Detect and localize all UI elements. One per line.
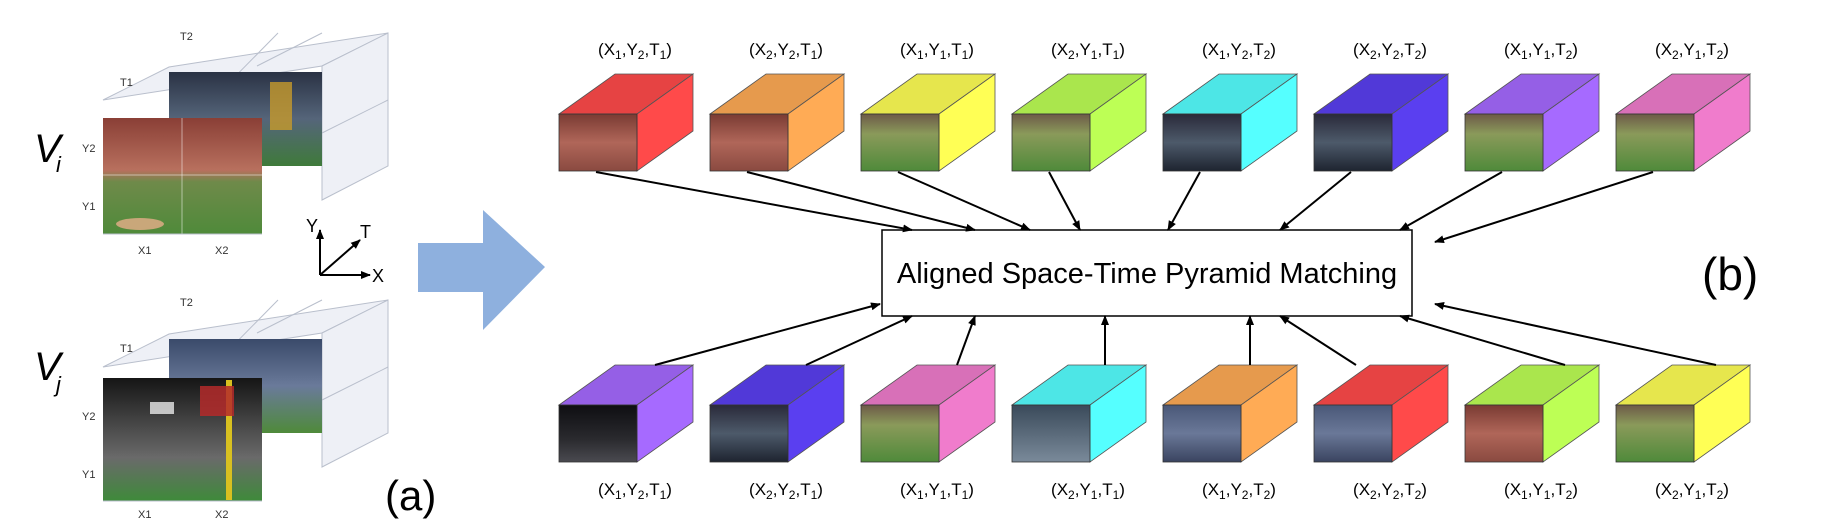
match-arrow [956, 315, 976, 366]
match-arrow [1434, 171, 1654, 244]
match-arrow [1279, 315, 1357, 366]
video-j-x2-label: X2 [215, 509, 228, 521]
matching-arrows [595, 171, 1717, 366]
video-j-y2-label: Y2 [82, 411, 95, 423]
match-arrow [595, 171, 913, 233]
match-arrow [805, 315, 913, 366]
transition-arrow [418, 210, 545, 330]
cube-label: (X1,Y1,T2) [1504, 480, 1578, 502]
match-arrow [897, 171, 1031, 231]
match-arrow [1434, 302, 1717, 366]
space-time-cube [1463, 364, 1601, 463]
space-time-cube [708, 73, 846, 172]
cube-front-thumbnail [1011, 404, 1091, 463]
space-time-cube [1614, 364, 1752, 463]
cube-front-thumbnail [558, 113, 638, 172]
video-j-x1-label: X1 [138, 509, 151, 521]
video-j-sub: j [53, 372, 62, 397]
video-i-y1-label: Y1 [82, 201, 95, 213]
match-arrow [1399, 171, 1503, 231]
cube-front-thumbnail [709, 404, 789, 463]
matching-box-label: Aligned Space-Time Pyramid Matching [897, 258, 1397, 290]
space-time-cube [1161, 73, 1299, 172]
cube-front-thumbnail [1313, 404, 1393, 463]
bottom-cube-row: (X1,Y2,T1) (X2,Y2,T1) (X1,Y1,T1) (X2,Y1,T1)… [557, 364, 1752, 502]
space-time-cube [1161, 364, 1299, 463]
cube-label: (X2,Y2,T1) [749, 480, 823, 502]
cube-label: (X2,Y1,T1) [1051, 480, 1125, 502]
cube-label: (X1,Y1,T1) [900, 480, 974, 502]
cube-front-thumbnail [1615, 113, 1695, 172]
cube-label: (X1,Y1,T1) [900, 40, 974, 62]
cube-label: (X2,Y1,T1) [1051, 40, 1125, 62]
space-time-cube [1010, 73, 1148, 172]
cube-label: (X2,Y2,T2) [1353, 480, 1427, 502]
space-time-cube [859, 364, 997, 463]
axis-x-label: X [372, 266, 384, 286]
cube-front-thumbnail [860, 113, 940, 172]
axes-glyph [316, 229, 371, 279]
cube-front-thumbnail [1464, 404, 1544, 463]
video-j-label: V [34, 345, 64, 389]
match-arrow [1279, 171, 1352, 231]
space-time-cube [708, 364, 846, 463]
space-time-cube [859, 73, 997, 172]
cube-label: (X1,Y2,T2) [1202, 40, 1276, 62]
video-j-t1-label: T1 [120, 343, 133, 355]
matching-box [881, 229, 1413, 317]
space-time-cube [557, 364, 695, 463]
top-cube-row: (X1,Y2,T1) (X2,Y2,T1) (X1,Y1,T1) (X2,Y1,T1)… [557, 40, 1752, 172]
cube-label: (X1,Y1,T2) [1504, 40, 1578, 62]
space-time-cube [1312, 364, 1450, 463]
space-time-cube [1312, 73, 1450, 172]
video-j-cube [102, 299, 389, 502]
panel-a-label: (a) [385, 472, 436, 519]
video-j-frame-t1 [103, 378, 262, 501]
cube-front-thumbnail [558, 404, 638, 463]
cube-label: (X1,Y2,T2) [1202, 480, 1276, 502]
panel-b-label: (b) [1702, 248, 1758, 300]
space-time-cube [1614, 73, 1752, 172]
cube-front-thumbnail [1464, 113, 1544, 172]
cube-front-thumbnail [1162, 113, 1242, 172]
video-i-x2-label: X2 [215, 245, 228, 257]
match-arrow [1048, 171, 1081, 231]
space-time-cube [557, 73, 695, 172]
video-i-sub: i [56, 152, 62, 177]
match-arrow [1167, 171, 1201, 231]
match-arrow [1399, 314, 1566, 366]
cube-front-thumbnail [1162, 404, 1242, 463]
panel-a: V i V j T1 T2 Y2 Y1 X1 X2 [34, 31, 436, 521]
cube-label: (X2,Y1,T2) [1655, 40, 1729, 62]
cube-front-thumbnail [1615, 404, 1695, 463]
axis-y-label: Y [306, 216, 318, 236]
video-i-x1-label: X1 [138, 245, 151, 257]
match-arrow [746, 171, 976, 232]
video-j-y1-label: Y1 [82, 469, 95, 481]
cube-front-thumbnail [709, 113, 789, 172]
cube-label: (X1,Y2,T1) [598, 480, 672, 502]
video-i-label: V [34, 127, 64, 171]
video-j-t2-label: T2 [180, 297, 193, 309]
panel-b: Aligned Space-Time Pyramid Matching (b) … [557, 40, 1758, 502]
video-i-y2-label: Y2 [82, 143, 95, 155]
cube-label: (X2,Y2,T2) [1353, 40, 1427, 62]
match-arrow [654, 302, 881, 366]
cube-label: (X2,Y1,T2) [1655, 480, 1729, 502]
axis-t-label: T [360, 222, 371, 242]
cube-label: (X2,Y2,T1) [749, 40, 823, 62]
cube-front-thumbnail [860, 404, 940, 463]
video-i-t2-label: T2 [180, 31, 193, 43]
video-i-cube [102, 32, 389, 235]
cube-front-thumbnail [1313, 113, 1393, 172]
cube-front-thumbnail [1011, 113, 1091, 172]
cube-label: (X1,Y2,T1) [598, 40, 672, 62]
space-time-cube [1463, 73, 1601, 172]
video-i-t1-label: T1 [120, 77, 133, 89]
space-time-cube [1010, 364, 1148, 463]
